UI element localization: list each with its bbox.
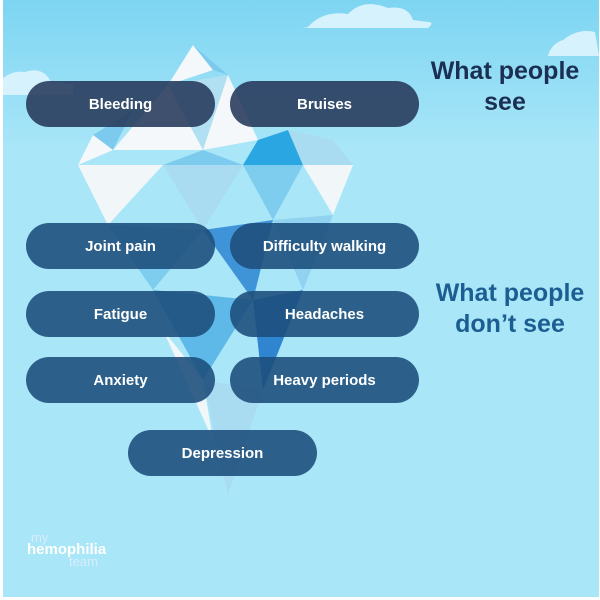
logo-team: team	[69, 554, 98, 569]
iceberg-infographic: What people see What people don’t see Bl…	[3, 0, 599, 597]
symptom-heavy-periods: Heavy periods	[230, 357, 419, 403]
logo-my: my	[31, 530, 49, 545]
symptom-fatigue: Fatigue	[26, 291, 215, 337]
symptom-anxiety: Anxiety	[26, 357, 215, 403]
myhemophiliateam-logo: my hemophilia team	[27, 530, 107, 569]
symptom-bleeding: Bleeding	[26, 81, 215, 127]
symptom-depression: Depression	[128, 430, 317, 476]
symptom-headaches: Headaches	[230, 291, 419, 337]
symptom-bruises: Bruises	[230, 81, 419, 127]
symptom-joint-pain: Joint pain	[26, 223, 215, 269]
logo-hemophilia: hemophilia	[27, 541, 107, 558]
symptom-difficulty-walking: Difficulty walking	[230, 223, 419, 269]
heading-what-people-see: What people see	[430, 57, 580, 116]
heading-what-people-dont-see: What people don’t see	[435, 279, 585, 338]
